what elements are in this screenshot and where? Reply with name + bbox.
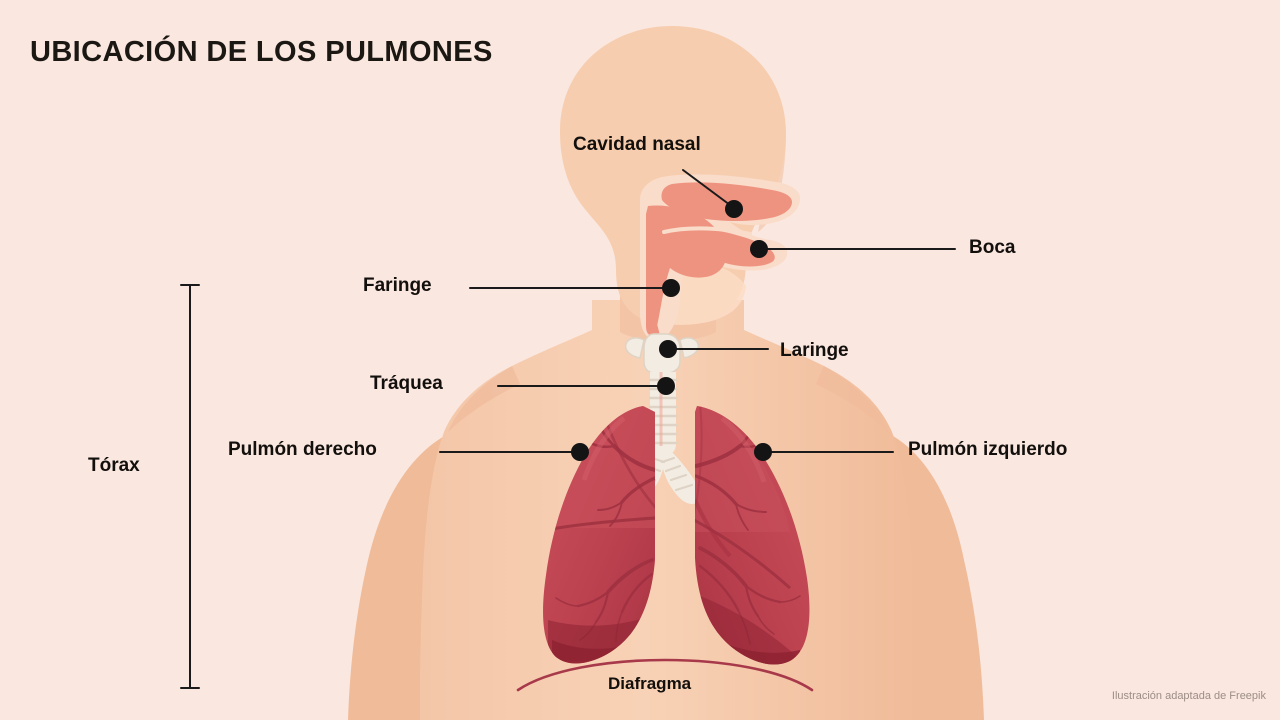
leader-dot-faringe [662,279,680,297]
body-silhouette [348,26,984,720]
label-diafragma: Diafragma [608,674,692,693]
leader-lines [439,169,956,453]
label-laringe: Laringe [780,340,849,361]
torax-bracket [180,284,200,689]
label-traquea: Tráquea [370,373,443,394]
leader-dots [571,200,772,461]
leader-dot-pulmon-derecho [571,443,589,461]
illustration-credit: Ilustración adaptada de Freepik [1111,690,1266,702]
diaphragm-arc [516,658,814,692]
page-title: UBICACIÓN DE LOS PULMONES [30,36,493,68]
leader-dot-traquea [657,377,675,395]
label-cavidad-nasal: Cavidad nasal [573,134,701,155]
leader-dot-cavidad-nasal [725,200,743,218]
leader-line-cavidad-nasal [682,169,731,206]
leader-dot-pulmon-izquierdo [754,443,772,461]
leader-dot-laringe [659,340,677,358]
left-lung [695,406,810,665]
label-boca: Boca [969,237,1016,258]
leader-dot-boca [750,240,768,258]
label-torax: Tórax [88,455,140,476]
label-faringe: Faringe [363,275,432,296]
label-pulmon-derecho: Pulmón derecho [228,439,377,460]
label-pulmon-izquierdo: Pulmón izquierdo [908,439,1068,460]
